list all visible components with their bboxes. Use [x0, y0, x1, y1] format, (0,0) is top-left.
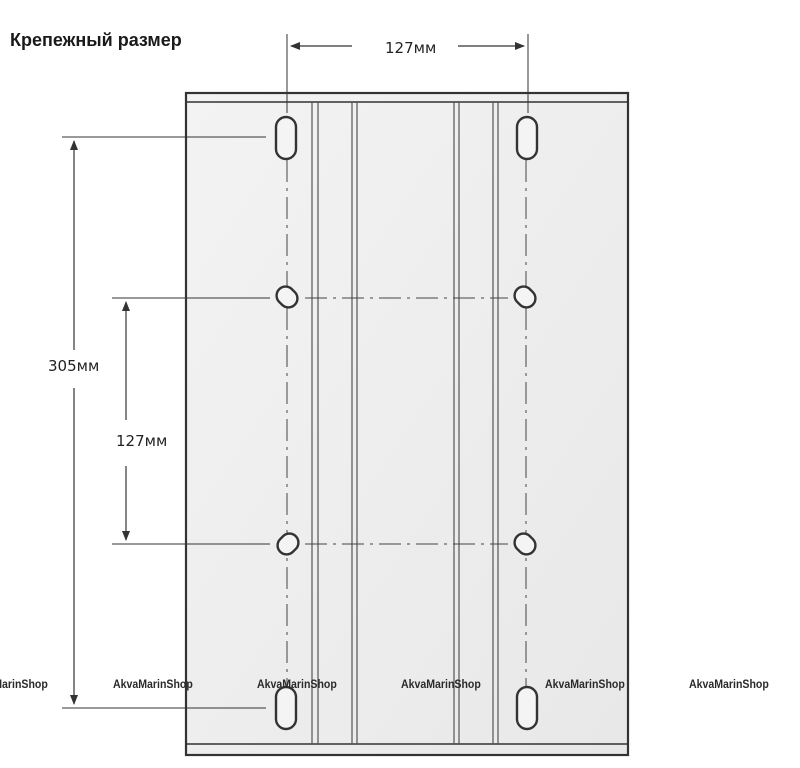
- watermark-text: AkvaMarinShop: [0, 677, 48, 691]
- mounting-plate: [184, 91, 630, 757]
- dimension-label-outer-vertical: 305мм: [48, 357, 100, 375]
- mounting-slots: [274, 115, 539, 731]
- slot-mid-upper-right: [513, 285, 537, 309]
- slot-mid-lower-right: [513, 532, 537, 556]
- watermark-text: AkvaMarinShop: [689, 677, 769, 691]
- dimension-arrows: [70, 42, 525, 705]
- dimension-label-top-spacing: 127мм: [385, 39, 437, 57]
- slot-mid-lower-left: [276, 532, 300, 556]
- slot-top-left: [274, 115, 298, 161]
- slot-bottom-left: [274, 685, 298, 731]
- center-lines: [286, 160, 527, 688]
- slot-bottom-right: [515, 685, 539, 731]
- watermark-text: AkvaMarinShop: [113, 677, 193, 691]
- plate-outline: [184, 91, 630, 757]
- watermark-text: AkvaMarinShop: [401, 677, 481, 691]
- watermark-text: AkvaMarinShop: [545, 677, 625, 691]
- plate-grooves: [311, 102, 499, 744]
- watermark-text: AkvaMarinShop: [257, 677, 337, 691]
- extension-lines: [62, 34, 529, 709]
- dimension-label-inner-vertical: 127мм: [116, 432, 168, 450]
- page-title: Крепежный размер: [10, 30, 182, 50]
- slot-mid-upper-left: [275, 285, 299, 309]
- slot-top-right: [515, 115, 539, 161]
